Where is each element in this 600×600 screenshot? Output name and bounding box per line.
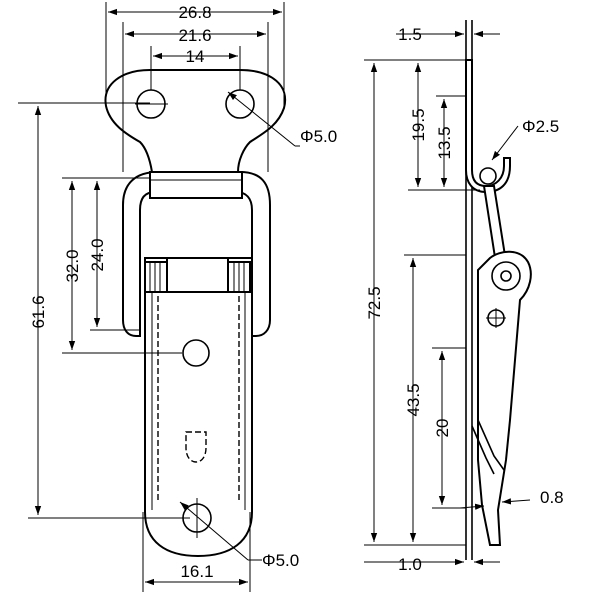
side-view: 1.5 72.5 19.5 13.5 Φ2.5 43.5 20 0.8 (364, 20, 564, 574)
pin-hole (479, 167, 497, 185)
dim-overall-height: 72.5 (365, 286, 384, 319)
dim-plate-thickness-top: 1.5 (398, 25, 422, 44)
dim-total-height: 61.6 (29, 295, 48, 328)
front-view: 26.8 21.6 14 Φ5.0 61.6 32.0 24.0 Φ5.0 (18, 2, 337, 592)
dim-hole-spacing-outer: 21.6 (178, 26, 211, 45)
dim-hook-depth: 19.5 (409, 108, 428, 141)
hook-band (149, 171, 243, 199)
dim-base-thickness: 1.0 (398, 555, 422, 574)
dim-spring-thickness: 0.8 (540, 488, 564, 507)
lever-slot (185, 431, 207, 463)
dim-bottom-hole-dia: Φ5.0 (262, 551, 299, 570)
dim-hole-spacing-inner: 14 (186, 47, 205, 66)
dim-pin-dia: Φ2.5 (522, 117, 559, 136)
dim-hook-inner-height: 24.0 (88, 238, 107, 271)
dim-lever-height: 43.5 (404, 383, 423, 416)
lever-hole (182, 339, 210, 367)
dim-lever-lower-height: 20 (433, 419, 452, 438)
hinge-knuckle-left (144, 261, 168, 293)
dim-hook-inner-depth: 13.5 (435, 126, 454, 159)
dim-hook-height: 32.0 (63, 249, 82, 282)
dim-width-overall: 26.8 (178, 3, 211, 22)
dim-bottom-width: 16.1 (180, 562, 213, 581)
side-lever (477, 250, 532, 546)
dim-mount-hole-dia: Φ5.0 (300, 127, 337, 146)
mounting-plate (104, 69, 287, 173)
